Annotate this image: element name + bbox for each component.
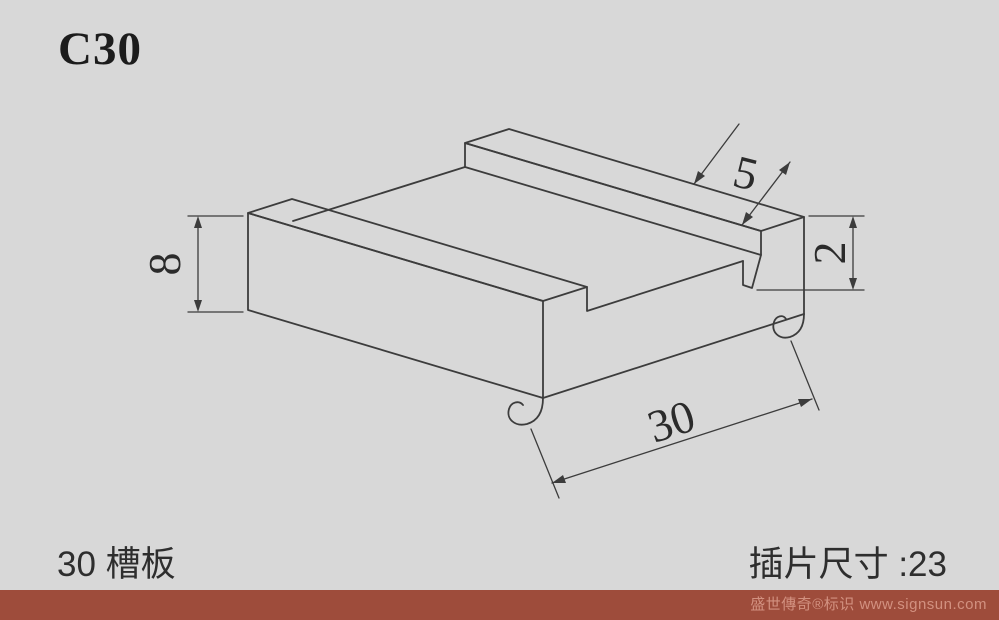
model-code: C30 <box>58 23 142 75</box>
width-value: 30 <box>641 390 701 453</box>
slot-width-leader-2 <box>741 161 791 226</box>
deck-near-edge <box>586 260 744 312</box>
arrowhead-upright-icon <box>779 162 790 175</box>
product-name: 30 槽板 <box>57 545 176 584</box>
width-ext-right <box>790 340 820 411</box>
arrowhead-right-icon <box>798 399 812 407</box>
width-dim-line <box>551 398 813 484</box>
slot-width-value: 5 <box>728 145 763 200</box>
arrowhead-down-icon <box>194 300 202 312</box>
arrowhead-down-icon <box>849 278 857 290</box>
height-value: 8 <box>139 253 190 276</box>
insert-spec: 插片尺寸 :23 <box>748 545 947 584</box>
deck-far-edge <box>292 166 466 222</box>
profile-outline <box>247 128 805 426</box>
arrowhead-downleft-icon <box>742 212 753 225</box>
back-foot-curl <box>772 313 805 339</box>
dimension-slot-width: 5 <box>693 123 791 226</box>
arrowhead-up-icon <box>849 216 857 228</box>
slot-depth-value: 2 <box>804 242 855 265</box>
arrowhead-up-icon <box>194 216 202 228</box>
dimension-slot-depth: 2 <box>756 215 865 291</box>
dimension-width: 30 <box>530 340 820 499</box>
footer-bar: 盛世傳奇®标识 www.signsun.com <box>0 590 999 620</box>
arrowhead-left-icon <box>552 475 566 483</box>
front-face <box>247 212 544 399</box>
front-foot-curl <box>507 397 544 426</box>
dimension-height: 8 <box>139 215 244 313</box>
bottom-near-edge <box>542 313 805 399</box>
width-ext-left <box>530 428 560 499</box>
slot-notch <box>742 254 762 289</box>
front-rail-top-face <box>247 198 588 302</box>
arrowhead-downleft-icon <box>694 171 705 184</box>
watermark-text: 盛世傳奇®标识 www.signsun.com <box>750 596 987 613</box>
